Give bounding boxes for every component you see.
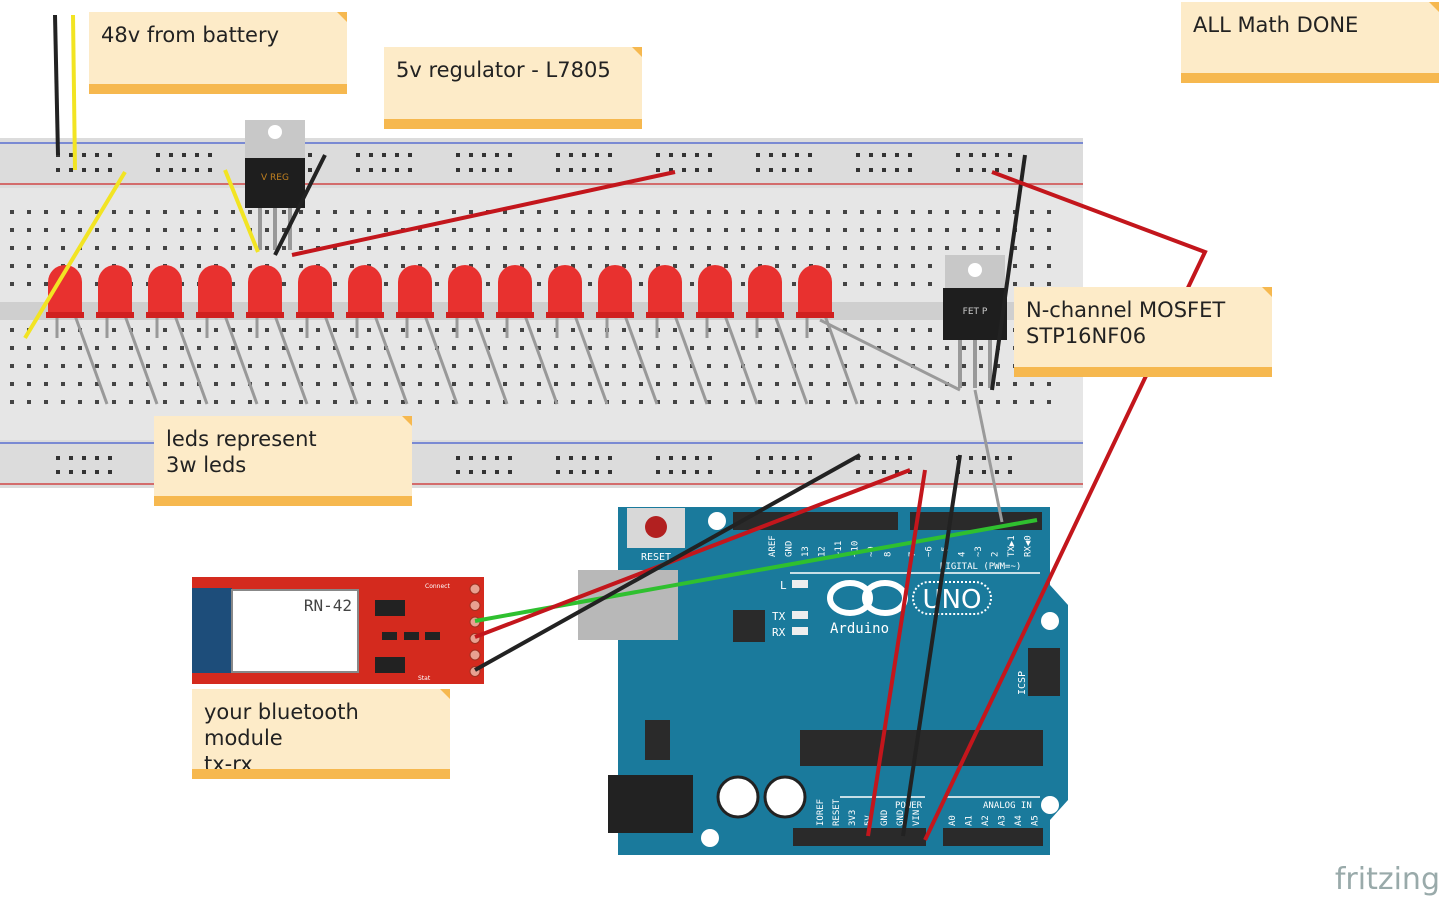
power-pin-label: 3V3 — [848, 810, 858, 826]
power-pin-label: RESET — [832, 798, 842, 826]
led[interactable] — [196, 265, 259, 405]
reset-button[interactable] — [645, 516, 667, 538]
wire-gray-gate[interactable] — [973, 389, 1004, 523]
wire-red-5v[interactable] — [291, 170, 676, 257]
analog-pin-label: A3 — [998, 815, 1008, 826]
note-math: ALL Math DONE — [1181, 2, 1439, 83]
digital-pin-label: ~3 — [974, 546, 984, 557]
analog-pin-label: A1 — [965, 815, 975, 826]
digital-pin-label: ~11 — [834, 541, 844, 557]
digital-pin-label: 13 — [801, 546, 811, 557]
analog-label: ANALOG IN — [983, 801, 1032, 811]
l-led-label: L — [780, 579, 787, 592]
note-battery: 48v from battery — [89, 12, 347, 94]
digital-pin-label: 8 — [884, 552, 894, 557]
wire-red-bt-power[interactable] — [474, 468, 911, 639]
led[interactable] — [696, 265, 759, 405]
bt-pin[interactable] — [469, 583, 481, 595]
bt-pin[interactable] — [469, 649, 481, 661]
mosfet-label: FET P — [963, 307, 988, 317]
regulator-label: V REG — [261, 173, 289, 183]
rx-label: RX — [772, 626, 786, 639]
digital-pin-label: 2 — [991, 552, 1001, 557]
led[interactable] — [546, 265, 609, 405]
digital-pin-label: TX▶1 — [1007, 535, 1017, 557]
power-pin-label: VIN — [912, 810, 922, 826]
wire-gray-led-mosfet[interactable] — [819, 318, 961, 392]
bt-stat-label: Stat — [418, 675, 431, 682]
analog-pin-label: A0 — [948, 815, 958, 826]
note-mosfet: N-channel MOSFET STP16NF06 — [1014, 287, 1272, 377]
digital-pin-label: GND — [785, 541, 795, 557]
note-bluetooth: your bluetooth module tx-rx — [192, 689, 450, 779]
wires — [23, 14, 1208, 841]
wire-yellow-regulator[interactable] — [223, 169, 260, 253]
bt-connect-label: Connect — [425, 583, 450, 590]
digital-pin-label: RX◀0 — [1024, 535, 1034, 557]
reset-label: RESET — [641, 552, 671, 563]
led[interactable] — [146, 265, 209, 405]
led[interactable] — [596, 265, 659, 405]
led[interactable] — [246, 265, 309, 405]
wire-yellow-led-rail[interactable] — [23, 170, 127, 340]
note-leds: leds represent 3w leds — [154, 416, 412, 506]
fritzing-watermark: fritzing — [1334, 862, 1440, 897]
wire-yellow-battery[interactable] — [71, 14, 77, 171]
digital-pin-label: ~10 — [851, 541, 861, 557]
led[interactable] — [746, 265, 809, 405]
wire-black-battery[interactable] — [53, 14, 60, 156]
icsp-label: ICSP — [1017, 671, 1028, 695]
digital-pin-label: AREF — [768, 535, 778, 557]
led[interactable] — [296, 265, 359, 405]
wire-red-5v-arduino[interactable] — [866, 469, 927, 837]
analog-pin-label: A4 — [1014, 815, 1024, 826]
tx-label: TX — [772, 610, 786, 623]
analog-pin-label: A2 — [981, 815, 991, 826]
arduino-label: Arduino — [830, 621, 889, 637]
wire-green-tx-rx[interactable] — [474, 518, 1038, 623]
power-pin-label: GND — [896, 810, 906, 826]
wire-black-bt-gnd[interactable] — [474, 453, 861, 672]
led[interactable] — [96, 265, 159, 405]
led[interactable] — [646, 265, 709, 405]
led[interactable] — [496, 265, 559, 405]
led[interactable] — [446, 265, 509, 405]
wire-black-mosfet[interactable] — [990, 154, 1027, 391]
bt-pin[interactable] — [469, 600, 481, 611]
mosfet[interactable]: FET P — [943, 255, 1007, 388]
wire-black-regulator[interactable] — [273, 154, 327, 256]
digital-pin-label: 12 — [818, 546, 828, 557]
bluetooth-module[interactable]: RN-42 Connect Stat — [192, 577, 484, 684]
power-pin-label: IOREF — [816, 799, 826, 826]
led[interactable] — [46, 265, 109, 405]
digital-label: DIGITAL (PWM=~) — [940, 562, 1021, 572]
analog-pin-label: A5 — [1031, 815, 1041, 826]
uno-label: UNO — [923, 585, 982, 615]
voltage-regulator[interactable]: V REG — [245, 120, 305, 250]
arduino-logo: UNO Arduino — [827, 580, 992, 637]
led[interactable] — [396, 265, 459, 405]
wire-red-48v[interactable] — [923, 170, 1208, 841]
led[interactable] — [346, 265, 409, 405]
digital-pin-label: 4 — [958, 552, 968, 557]
wire-black-gnd-arduino[interactable] — [901, 454, 962, 837]
digital-pin-label: ~6 — [925, 546, 935, 557]
bt-module-label: RN-42 — [304, 596, 352, 615]
note-regulator: 5v regulator - L7805 — [384, 47, 642, 129]
power-pin-label: GND — [880, 810, 890, 826]
